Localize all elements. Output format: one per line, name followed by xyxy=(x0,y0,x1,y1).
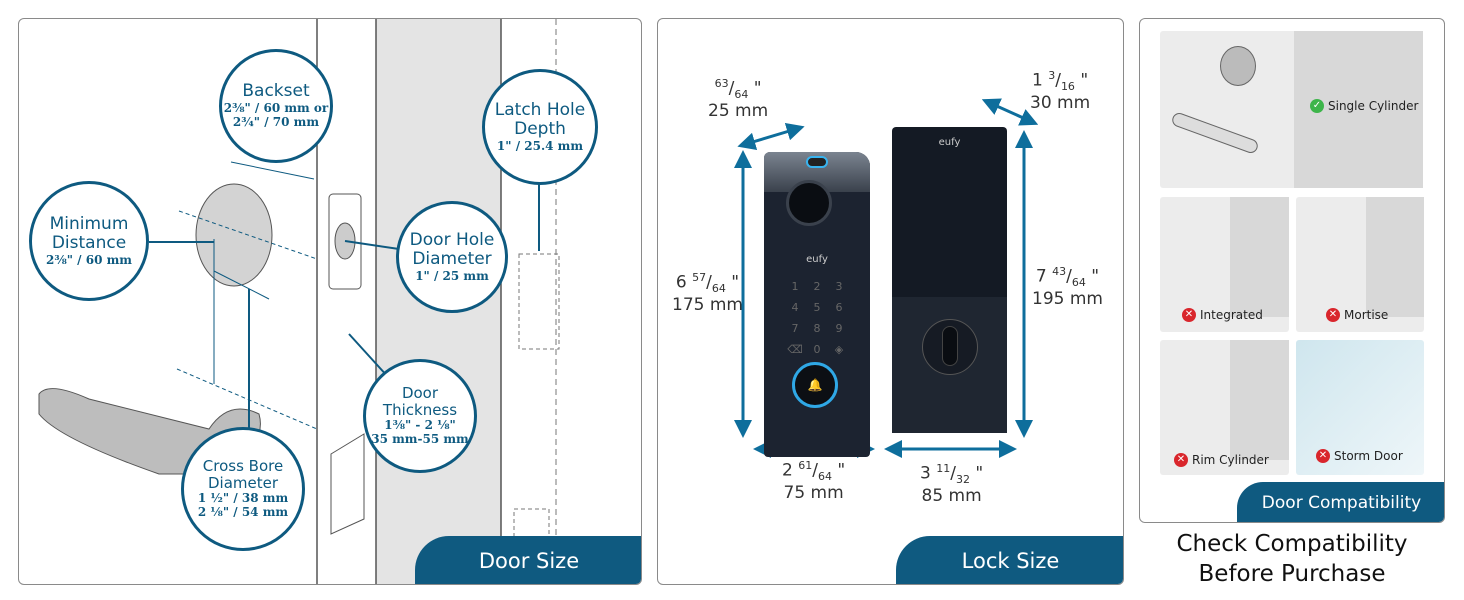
cross-bore-value-2: 2 ⅛" / 54 mm xyxy=(197,505,289,520)
back-width-label: 3 11/32 "85 mm xyxy=(920,462,984,507)
thickness-title-1: Door xyxy=(401,383,439,402)
back-brand-logo: eufy xyxy=(938,137,961,148)
rim-cylinder-label: ✕Rim Cylinder xyxy=(1174,453,1269,467)
latch-title-2: Depth xyxy=(514,119,566,140)
single-cylinder-card: ✓Single Cylinder xyxy=(1160,31,1423,188)
lock-size-tab: Lock Size xyxy=(896,536,1123,584)
key[interactable]: 8 xyxy=(813,322,821,335)
door-compatibility-panel: ✓Single Cylinder ✕Integrated ✕Mortise ✕R… xyxy=(1139,18,1445,523)
front-depth-label: 63/64 "25 mm xyxy=(708,77,769,122)
latch-hole-depth-callout: Latch Hole Depth 1" / 25.4 mm xyxy=(482,69,598,185)
key[interactable]: 0 xyxy=(813,343,821,356)
door-thickness-callout: Door Thickness 1⅜" - 2 ⅛" 35 mm-55 mm xyxy=(363,359,477,473)
key[interactable]: 3 xyxy=(835,280,843,293)
x-icon: ✕ xyxy=(1182,308,1196,322)
back-depth-label: 1 3/16 "30 mm xyxy=(1030,69,1091,114)
door-hole-title-1: Door Hole xyxy=(409,229,495,250)
storm-door-label: ✕Storm Door xyxy=(1316,449,1403,463)
front-width-label: 2 61/64 "75 mm xyxy=(782,459,846,504)
door-hole-diameter-callout: Door Hole Diameter 1" / 25 mm xyxy=(396,201,508,313)
rim-cylinder-card: ✕Rim Cylinder xyxy=(1160,340,1289,475)
storm-door-card: ✕Storm Door xyxy=(1296,340,1424,475)
key[interactable]: 1 xyxy=(791,280,799,293)
key[interactable]: 5 xyxy=(813,301,821,314)
min-distance-title-2: Distance xyxy=(51,233,127,254)
single-cylinder-label: ✓Single Cylinder xyxy=(1310,99,1418,113)
back-height-label: 7 43/64 "195 mm xyxy=(1032,265,1103,310)
front-brand-logo: eufy xyxy=(806,254,828,265)
cross-bore-title-1: Cross Bore xyxy=(202,456,284,475)
min-distance-value: 2⅜" / 60 mm xyxy=(45,252,133,267)
min-distance-title-1: Minimum xyxy=(49,213,129,234)
caption-line-2: Before Purchase xyxy=(1198,561,1386,587)
doorbell-button[interactable]: 🔔 xyxy=(792,362,838,408)
front-lock-body: eufy 1 2 3 4 5 6 7 8 9 ⌫ 0 ◈ 🔔 xyxy=(764,152,870,457)
key[interactable]: ◈ xyxy=(834,343,844,356)
front-height-label: 6 57/64 "175 mm xyxy=(672,271,743,316)
backset-value-2: 2¾" / 70 mm xyxy=(232,114,320,129)
key[interactable]: 2 xyxy=(813,280,821,293)
keypad[interactable]: 1 2 3 4 5 6 7 8 9 ⌫ 0 ◈ xyxy=(784,280,850,356)
thickness-value-1: 1⅜" - 2 ⅛" xyxy=(384,418,456,433)
key[interactable]: 7 xyxy=(791,322,799,335)
x-icon: ✕ xyxy=(1174,453,1188,467)
check-icon: ✓ xyxy=(1310,99,1324,113)
door-hole-value: 1" / 25 mm xyxy=(415,268,489,283)
mortise-label: ✕Mortise xyxy=(1326,308,1388,322)
door-size-tab: Door Size xyxy=(415,536,641,584)
key[interactable]: 9 xyxy=(835,322,843,335)
lock-size-panel: eufy 1 2 3 4 5 6 7 8 9 ⌫ 0 ◈ 🔔 eufy 63/64 "25 mm… xyxy=(657,18,1124,585)
cross-bore-title-2: Diameter xyxy=(207,474,279,493)
cross-bore-diameter-callout: Cross Bore Diameter 1 ½" / 38 mm 2 ⅛" / … xyxy=(181,427,305,551)
door-compatibility-tab: Door Compatibility xyxy=(1237,482,1444,522)
camera-lens xyxy=(786,180,832,226)
x-icon: ✕ xyxy=(1316,449,1330,463)
door-size-panel: Backset 2⅜" / 60 mm or 2¾" / 70 mm Latch… xyxy=(18,18,642,585)
back-lock-body: eufy xyxy=(892,127,1007,433)
key[interactable]: 4 xyxy=(791,301,799,314)
backset-callout: Backset 2⅜" / 60 mm or 2¾" / 70 mm xyxy=(219,49,333,163)
latch-value: 1" / 25.4 mm xyxy=(496,138,584,153)
thumb-turn[interactable] xyxy=(922,319,978,375)
integrated-card: ✕Integrated xyxy=(1160,197,1289,332)
key[interactable]: ⌫ xyxy=(787,343,803,356)
backset-value-1: 2⅜" / 60 mm or xyxy=(223,100,329,115)
door-hole-title-2: Diameter xyxy=(412,249,492,270)
fingerprint-sensor[interactable] xyxy=(806,156,828,168)
latch-title-1: Latch Hole xyxy=(494,99,586,120)
cross-bore-value-1: 1 ½" / 38 mm xyxy=(197,491,289,506)
key[interactable]: 6 xyxy=(835,301,843,314)
minimum-distance-callout: Minimum Distance 2⅜" / 60 mm xyxy=(29,181,149,301)
x-icon: ✕ xyxy=(1326,308,1340,322)
thickness-title-2: Thickness xyxy=(382,401,458,420)
mortise-card: ✕Mortise xyxy=(1296,197,1424,332)
integrated-label: ✕Integrated xyxy=(1182,308,1263,322)
thickness-value-2: 35 mm-55 mm xyxy=(371,432,469,447)
backset-title: Backset xyxy=(242,81,310,102)
caption-line-1: Check Compatibility xyxy=(1176,531,1408,557)
